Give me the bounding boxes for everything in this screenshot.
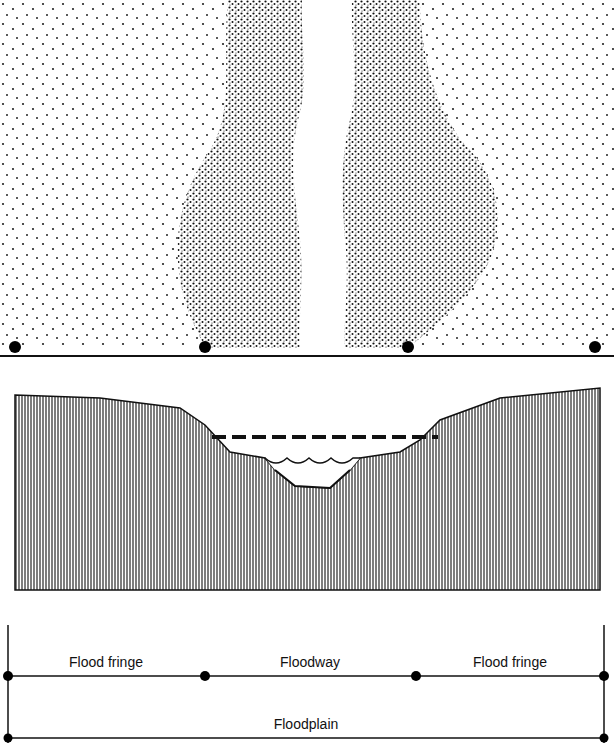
channel-cut <box>265 458 360 488</box>
floodway-label: Floodway <box>277 654 343 671</box>
floodway-backdrop <box>178 0 498 348</box>
floodplain-label: Floodplain <box>271 716 342 733</box>
dimension-dot <box>3 671 609 743</box>
channel-bed <box>275 470 350 488</box>
flood-fringe-area <box>0 0 614 348</box>
boundary-dot <box>9 341 601 353</box>
water-surface <box>265 458 360 463</box>
flood-fringe-label: Flood fringe <box>66 654 146 671</box>
flood-level-line <box>212 435 438 439</box>
river-channel <box>293 0 354 348</box>
floodway-area <box>178 0 498 348</box>
separator-line <box>0 355 614 357</box>
dimension-lines <box>8 625 604 743</box>
flood-fringe-label: Flood fringe <box>470 654 550 671</box>
ground-cross-section <box>15 388 600 590</box>
